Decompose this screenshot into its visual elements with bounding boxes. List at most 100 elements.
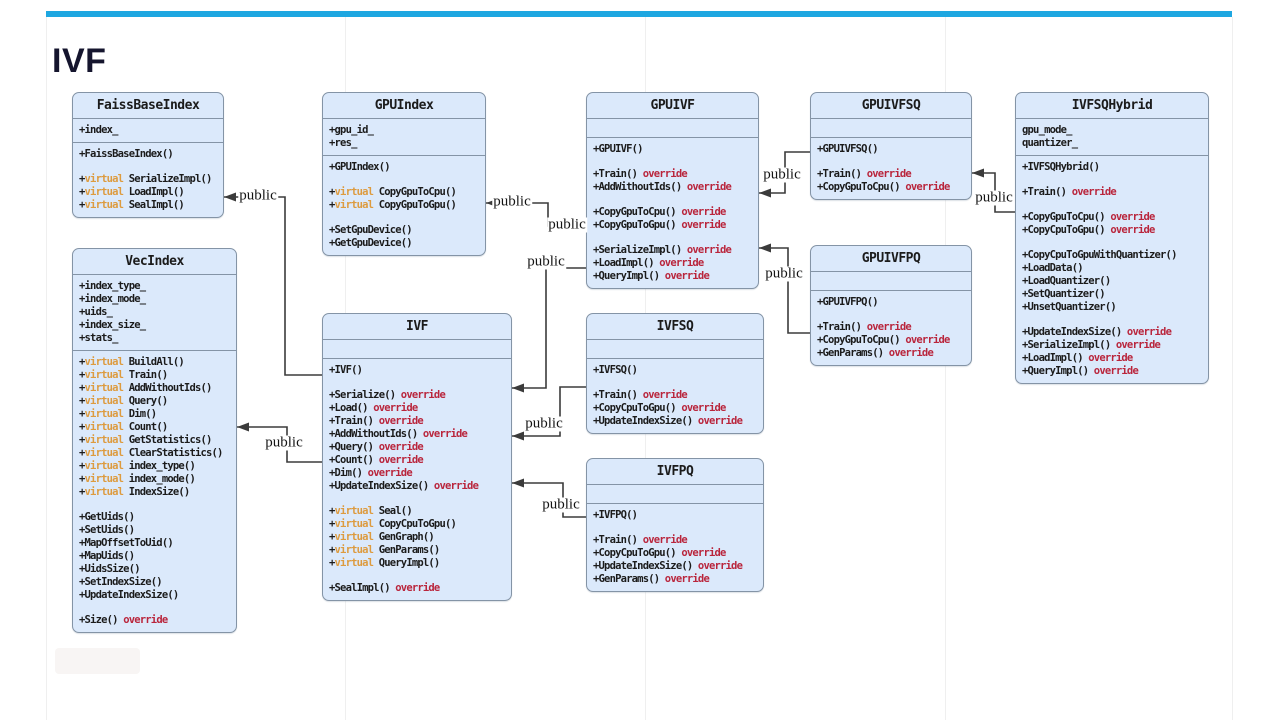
class-member: +Train() override xyxy=(817,321,912,333)
class-member: +uids_ xyxy=(79,306,113,318)
class-member: +CopyGpuToCpu() override xyxy=(1022,211,1155,223)
arrowhead-icon xyxy=(512,431,524,441)
class-member: +UpdateIndexSize() override xyxy=(329,480,479,492)
class-member: +virtual SerializeImpl() xyxy=(79,173,212,185)
class-box-faissbaseindex: FaissBaseIndex+index_+FaissBaseIndex()+v… xyxy=(72,92,224,218)
override-keyword: override xyxy=(681,402,726,414)
top-accent-bar xyxy=(46,11,1232,17)
class-member: +AddWithoutIds() override xyxy=(593,181,732,193)
override-keyword: override xyxy=(681,547,726,559)
override-keyword: override xyxy=(642,168,688,180)
member-spacer xyxy=(329,212,483,224)
methods-compartment: +GPUIndex()+virtual CopyGpuToCpu()+virtu… xyxy=(323,156,485,255)
class-name: IVFSQ xyxy=(587,314,763,340)
class-member: +virtual Count() xyxy=(79,421,168,433)
class-member: +GenParams() override xyxy=(817,347,934,359)
override-keyword: override xyxy=(686,181,732,193)
class-member: +CopyCpuToGpuWithQuantizer() xyxy=(1022,249,1177,261)
class-member: +GPUIVF() xyxy=(593,143,644,155)
override-keyword: override xyxy=(395,582,440,594)
virtual-keyword: virtual xyxy=(334,544,374,556)
override-keyword: override xyxy=(1093,365,1139,377)
watermark xyxy=(55,648,140,674)
member-spacer xyxy=(329,493,509,505)
class-member: +GenParams() override xyxy=(593,573,710,585)
virtual-keyword: virtual xyxy=(84,199,124,211)
class-member: +CopyCpuToGpu() override xyxy=(593,402,726,414)
class-name: GPUIVFSQ xyxy=(811,93,971,119)
member-spacer xyxy=(817,309,969,321)
class-box-gpuindex: GPUIndex+gpu_id_+res_+GPUIndex()+virtual… xyxy=(322,92,486,256)
virtual-keyword: virtual xyxy=(334,505,374,517)
override-keyword: override xyxy=(642,534,688,546)
override-keyword: override xyxy=(697,560,743,572)
class-member: +virtual GenGraph() xyxy=(329,531,435,543)
class-member: +SerializeImpl() override xyxy=(1022,339,1161,351)
attributes-compartment: +gpu_id_+res_ xyxy=(323,119,485,156)
override-keyword: override xyxy=(866,168,912,180)
methods-compartment: +IVFSQHybrid()+Train() override+CopyGpuT… xyxy=(1016,156,1208,383)
class-name: IVFPQ xyxy=(587,459,763,485)
class-member: +QueryImpl() override xyxy=(593,270,710,282)
class-member: +virtual GenParams() xyxy=(329,544,440,556)
attributes-compartment xyxy=(587,485,763,504)
class-member: +SealImpl() override xyxy=(329,582,440,594)
class-member: +virtual QueryImpl() xyxy=(329,557,440,569)
override-keyword: override xyxy=(664,270,710,282)
override-keyword: override xyxy=(642,389,688,401)
class-member: +UidsSize() xyxy=(79,563,141,575)
virtual-keyword: virtual xyxy=(84,421,124,433)
class-member: +res_ xyxy=(329,137,357,149)
attributes-compartment: gpu_mode_quantizer_ xyxy=(1016,119,1208,156)
page-title: IVF xyxy=(52,42,107,80)
virtual-keyword: virtual xyxy=(84,447,124,459)
override-keyword: override xyxy=(1126,326,1172,338)
class-member: +UpdateIndexSize() override xyxy=(593,560,743,572)
edge-label-public: public xyxy=(526,253,566,270)
class-member: +CopyGpuToGpu() override xyxy=(593,219,726,231)
class-member: +virtual ClearStatistics() xyxy=(79,447,223,459)
override-keyword: override xyxy=(378,441,424,453)
class-member: +virtual Query() xyxy=(79,395,168,407)
member-spacer xyxy=(593,522,761,534)
override-keyword: override xyxy=(697,415,743,427)
class-name: GPUIVF xyxy=(587,93,758,119)
virtual-keyword: virtual xyxy=(334,186,374,198)
methods-compartment: +virtual BuildAll()+virtual Train()+virt… xyxy=(73,351,236,632)
class-member: +Size() override xyxy=(79,614,168,626)
class-member: +GetUids() xyxy=(79,511,135,523)
attributes-compartment xyxy=(811,272,971,291)
override-keyword: override xyxy=(905,334,950,346)
class-name: GPUIndex xyxy=(323,93,485,119)
class-member: +Train() override xyxy=(593,534,688,546)
inheritance-edge-gpuivf-to-ivf xyxy=(512,267,586,393)
arrowhead-icon xyxy=(972,168,984,178)
virtual-keyword: virtual xyxy=(84,382,124,394)
virtual-keyword: virtual xyxy=(334,531,374,543)
edge-label-public: public xyxy=(541,496,581,513)
class-member: gpu_mode_ xyxy=(1022,124,1073,136)
attributes-compartment xyxy=(323,340,511,359)
class-member: +UpdateIndexSize() xyxy=(79,589,179,601)
class-name: FaissBaseIndex xyxy=(73,93,223,119)
override-keyword: override xyxy=(664,573,710,585)
member-spacer xyxy=(817,156,969,168)
member-spacer xyxy=(1022,199,1206,211)
class-member: +LoadImpl() override xyxy=(1022,352,1133,364)
class-member: +Train() override xyxy=(593,389,688,401)
arrowhead-icon xyxy=(759,188,771,198)
member-spacer xyxy=(1022,314,1206,326)
virtual-keyword: virtual xyxy=(334,199,374,211)
class-member: +LoadData() xyxy=(1022,262,1084,274)
class-member: +QueryImpl() override xyxy=(1022,365,1139,377)
class-member: +Train() override xyxy=(593,168,688,180)
class-member: +CopyCpuToGpu() override xyxy=(593,547,726,559)
attributes-compartment: +index_type_+index_mode_+uids_+index_siz… xyxy=(73,275,236,351)
class-member: +UpdateIndexSize() override xyxy=(593,415,743,427)
class-member: +Count() override xyxy=(329,454,424,466)
override-keyword: override xyxy=(433,480,479,492)
member-spacer xyxy=(593,194,756,206)
class-member: +Query() override xyxy=(329,441,424,453)
override-keyword: override xyxy=(1110,211,1155,223)
class-box-ivf: IVF+IVF()+Serialize() override+Load() ov… xyxy=(322,313,512,601)
